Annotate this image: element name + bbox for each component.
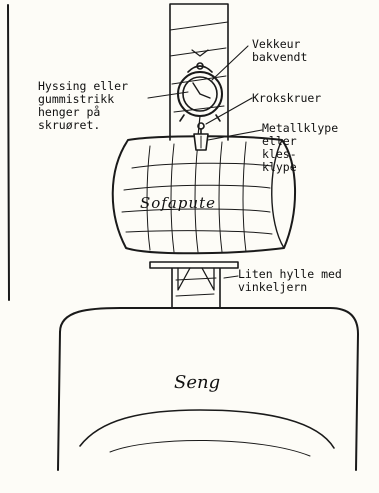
small-shelf (149, 261, 239, 291)
label-shelf: Liten hylle med vinkeljern (238, 267, 342, 294)
label-sofa-cushion: Sofapute (140, 194, 216, 212)
sofa-cushion (111, 135, 297, 255)
leader-lines (147, 45, 263, 279)
wall-edge-line (7, 4, 10, 301)
label-string: Hyssing eller gummistrikk henger på skru… (38, 79, 129, 132)
metal-clip (193, 133, 209, 151)
wall-post (169, 3, 229, 309)
alarm-clock (177, 49, 223, 122)
bed (57, 307, 359, 471)
label-alarm-clock: Vekkeur bakvendt (252, 37, 308, 64)
label-bed: Seng (174, 372, 221, 393)
hook-screw (197, 122, 205, 135)
label-clip: Metallklype eller kles- klype (262, 121, 339, 174)
label-hook-screw: Krokskruer (252, 91, 322, 105)
